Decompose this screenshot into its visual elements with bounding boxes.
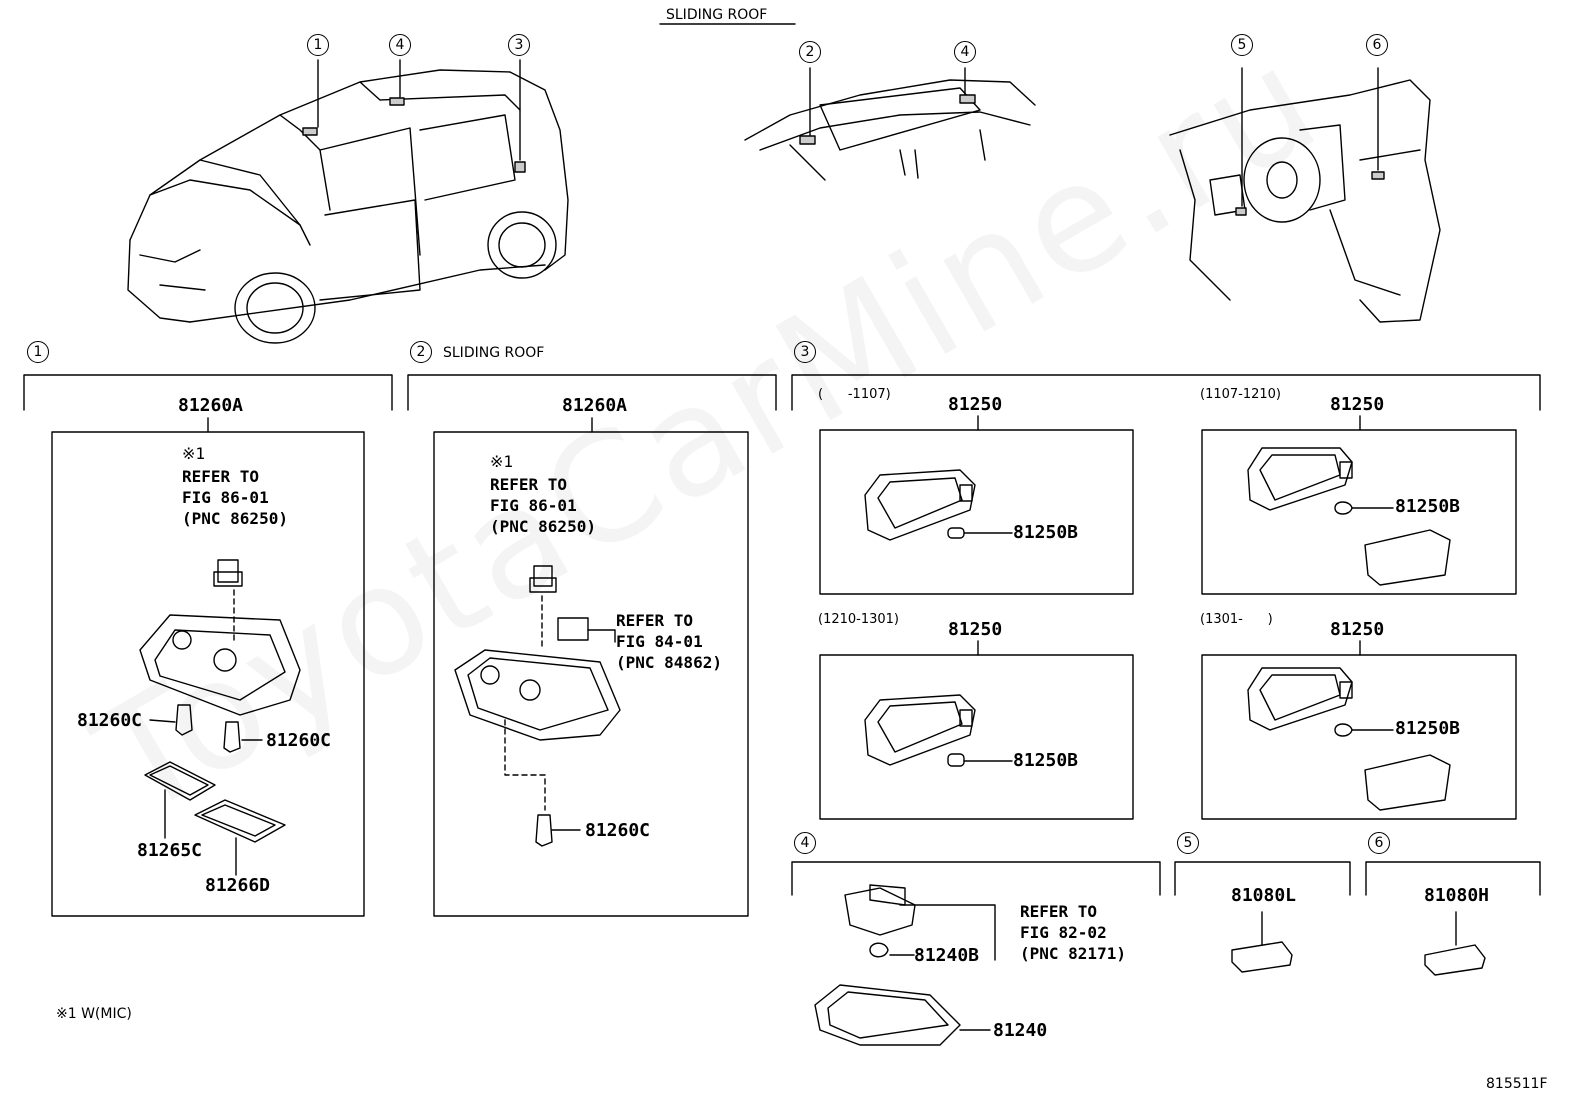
section-1-note-mark: ※1 <box>182 444 206 463</box>
section-2-part-81260a: 81260A <box>562 395 628 416</box>
section-3-box-4-bulb: 81250B <box>1395 718 1461 739</box>
section-3-box-1-part: 81250 <box>948 394 1003 415</box>
section-3-box-2-bulb: 81250B <box>1395 496 1461 517</box>
section-6-number: 6 <box>1368 832 1390 854</box>
callout-1-top: 1 <box>307 34 329 56</box>
dashboard-illustration <box>1169 67 1441 323</box>
section-1-lens-81266d: 81266D <box>205 875 271 896</box>
section-3-box-3-date: (1210-1301) <box>818 612 900 627</box>
sliding-roof-header: SLIDING ROOF <box>666 7 768 23</box>
section-2-number: 2 <box>410 341 432 363</box>
callout-5-top: 5 <box>1231 34 1253 56</box>
section-4-number: 4 <box>794 832 816 854</box>
section-3-box-4-date: (1301- ) <box>1200 612 1273 627</box>
section-1-refer-note: REFER TO FIG 86-01 (PNC 86250) <box>182 467 288 528</box>
footnote: ※1 W(MIC) <box>56 1006 132 1022</box>
section-4-parts <box>814 884 996 1046</box>
section-2-refer-note-a: REFER TO FIG 86-01 (PNC 86250) <box>490 475 596 536</box>
part-frames <box>51 415 1517 917</box>
section-3-box-4-part: 81250 <box>1330 619 1385 640</box>
section-5-part-81080l: 81080L <box>1231 885 1297 906</box>
section-3-parts <box>864 447 1451 811</box>
section-6-part-81080h: 81080H <box>1424 885 1490 906</box>
sliding-roof-illustration <box>659 23 1036 181</box>
callout-4-top-left: 4 <box>389 34 411 56</box>
section-2-bulb: 81260C <box>585 820 651 841</box>
section-1-number: 1 <box>27 341 49 363</box>
section-1-bulb-b: 81260C <box>266 730 332 751</box>
callout-4-top-right: 4 <box>954 41 976 63</box>
section-2-title: SLIDING ROOF <box>443 345 545 361</box>
callout-6-top: 6 <box>1366 34 1388 56</box>
section-5-number: 5 <box>1177 832 1199 854</box>
section-4-refer-note: REFER TO FIG 82-02 (PNC 82171) <box>1020 902 1126 963</box>
section-3-box-1-bulb: 81250B <box>1013 522 1079 543</box>
callout-3-top: 3 <box>508 34 530 56</box>
section-3-box-3-part: 81250 <box>948 619 1003 640</box>
section-1-bulb-a: 81260C <box>77 710 143 731</box>
section-3-number: 3 <box>794 341 816 363</box>
section-4-bulb: 81240B <box>914 945 980 966</box>
section-2-note-mark: ※1 <box>490 452 514 471</box>
callout-2-top: 2 <box>799 41 821 63</box>
section-3-box-2-part: 81250 <box>1330 394 1385 415</box>
section-2-refer-note-b: REFER TO FIG 84-01 (PNC 84862) <box>616 611 722 672</box>
section-3-box-3-bulb: 81250B <box>1013 750 1079 771</box>
section-1-part-81260a: 81260A <box>178 395 244 416</box>
vehicle-illustration <box>127 59 569 344</box>
section-1-lens-81265c: 81265C <box>137 840 203 861</box>
section-5-6-parts <box>1231 911 1486 976</box>
section-3-box-2-date: (1107-1210) <box>1200 387 1282 402</box>
section-2-parts <box>454 565 621 847</box>
section-brackets <box>23 374 1541 896</box>
section-3-box-1-date: ( -1107) <box>818 387 891 402</box>
section-4-part-81240: 81240 <box>993 1020 1048 1041</box>
figure-id: 815511F <box>1486 1076 1548 1092</box>
section-1-parts <box>139 559 301 876</box>
